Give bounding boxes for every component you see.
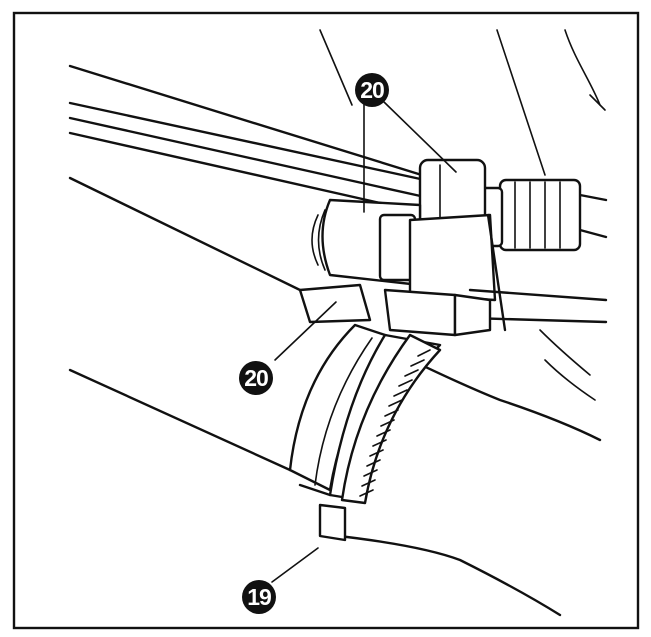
hose-clamp	[288, 323, 442, 542]
callout-label: 20	[244, 365, 268, 391]
callout-badge	[242, 580, 276, 614]
callout-label: 20	[360, 77, 384, 103]
callout-20-top: 20	[355, 73, 389, 107]
bracket-rods	[468, 288, 608, 401]
clamp-band-serrations	[359, 349, 431, 497]
background-contours	[319, 29, 606, 176]
callout-19: 19	[242, 580, 276, 614]
long-rods	[68, 64, 608, 239]
callout-20-left: 20	[239, 361, 273, 395]
sleeve-part	[311, 198, 507, 332]
callout-badge	[239, 361, 273, 395]
leader-lines	[271, 101, 457, 583]
callout-badge	[355, 73, 389, 107]
callout-label: 19	[247, 584, 271, 610]
